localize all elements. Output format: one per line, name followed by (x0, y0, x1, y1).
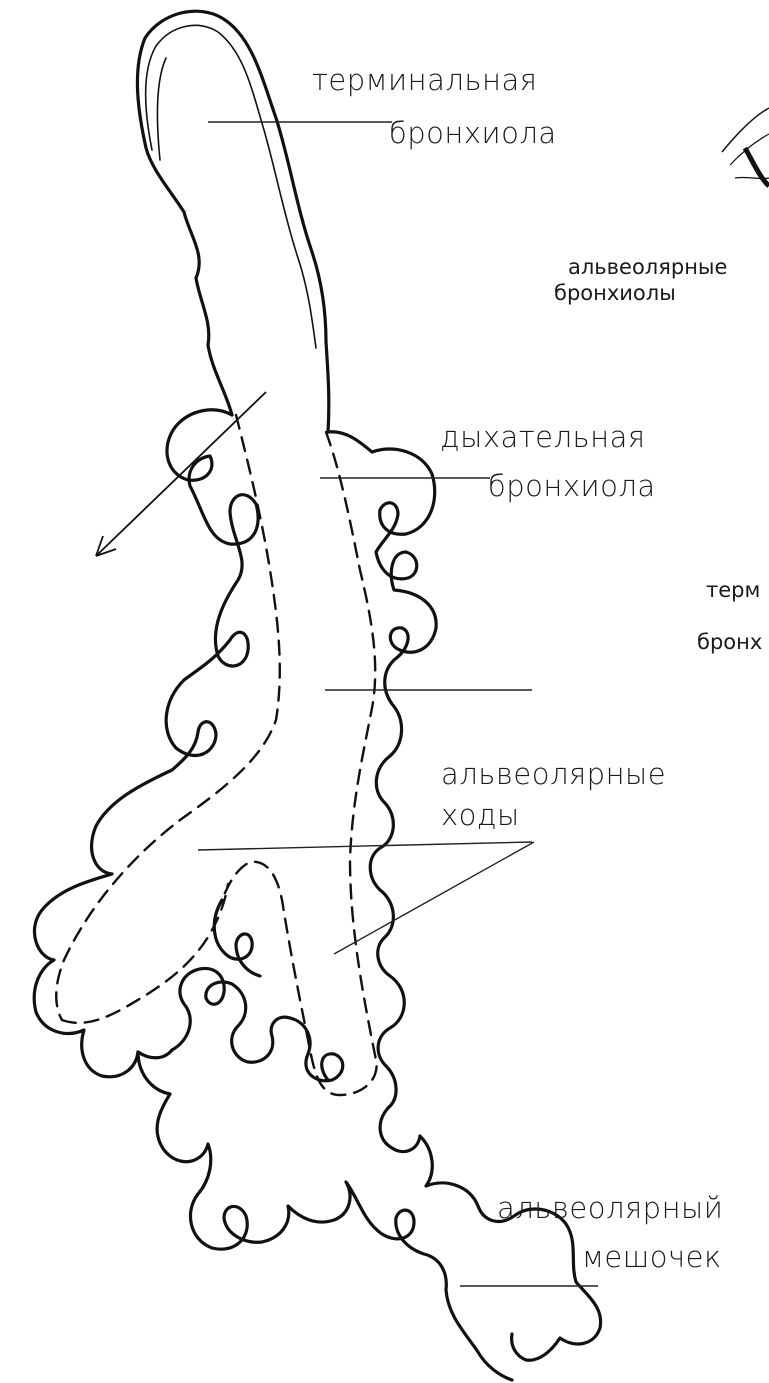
label-alveolar-sac-2: мешочек (582, 1243, 722, 1272)
alveoli-inner-crypts-2 (214, 900, 260, 976)
right-fragment-sketch-3 (745, 148, 769, 186)
alveoli-right-outline (328, 432, 436, 1108)
label-alveolar-bronchioles-2: бронхиолы (554, 283, 676, 304)
label-respiratory-bronchiole-2: бронхиола (488, 472, 656, 501)
label-term-fragment-2: бронх (697, 632, 762, 653)
label-term-fragment-1: терм (706, 580, 760, 601)
duct-lumen-left-wall (56, 415, 280, 1020)
terminal-bronchiole-inner-wall (146, 25, 316, 348)
alveoli-left-outline (34, 410, 258, 1077)
terminal-bronchiole-inner-wall-right (158, 58, 166, 160)
label-terminal-bronchiole-2: бронхиола (389, 119, 557, 148)
label-alveolar-ducts-2: ходы (441, 801, 520, 830)
label-alveolar-bronchioles-1: альвеолярные (568, 257, 727, 278)
alveolar-sac-inner-lobe (290, 1018, 343, 1081)
duct-lumen-right-wall (222, 432, 377, 1095)
direction-arrow-line (96, 392, 266, 556)
alveoli-inner-crypts (172, 968, 290, 1062)
label-alveolar-sac-1: альвеолярный (497, 1194, 723, 1223)
alveolar-sac-right-outline (380, 1108, 601, 1360)
leader-alveolar-ducts-2 (198, 842, 532, 850)
leader-alveolar-ducts-3 (334, 842, 534, 954)
terminal-bronchiole-outer-wall (137, 11, 328, 432)
right-fragment-sketch (722, 108, 769, 152)
label-respiratory-bronchiole-1: дыхательная (440, 423, 646, 452)
alveolar-sac-outline (138, 1052, 512, 1380)
label-alveolar-ducts-1: альвеолярные (441, 760, 666, 789)
duct-lumen-lower-branch (62, 884, 228, 1023)
label-terminal-bronchiole-1: терминальная (312, 66, 537, 95)
